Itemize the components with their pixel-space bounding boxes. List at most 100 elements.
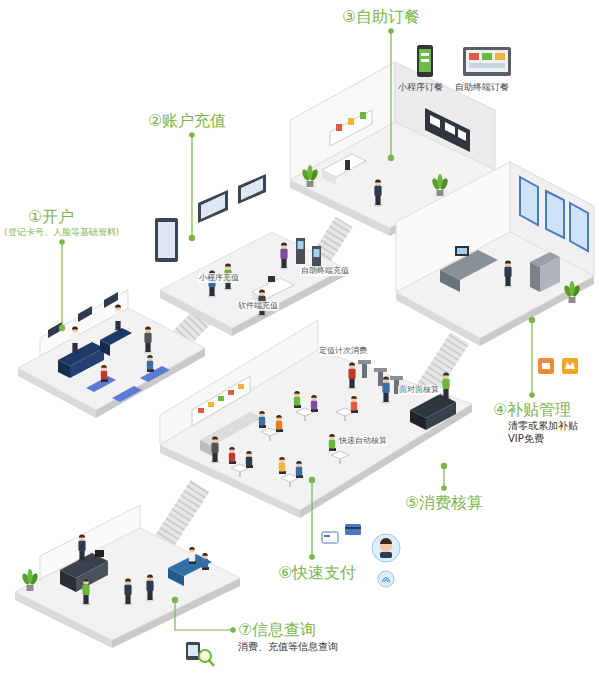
canteen-floor <box>390 376 403 380</box>
payment-icons <box>382 578 390 583</box>
subsidy-room <box>520 177 538 225</box>
leader-lines <box>231 628 235 632</box>
subsidy-room <box>396 162 594 346</box>
area-label: 定值计次消费 <box>318 346 368 356</box>
phone-icon <box>421 59 429 62</box>
kiosk-icon <box>463 47 511 76</box>
ordering-room <box>431 174 450 196</box>
leader-lines <box>530 393 534 397</box>
payment-icons <box>380 552 392 558</box>
recharge-floor <box>280 243 289 270</box>
account-floor <box>114 305 123 332</box>
canteen-floor <box>331 451 349 464</box>
query-icon <box>186 642 214 666</box>
canteen-floor <box>382 377 391 404</box>
ordering-room <box>425 108 470 152</box>
leader-lines <box>189 235 194 240</box>
ordering-room <box>458 129 466 141</box>
recharge-floor <box>158 222 175 258</box>
ordering-room <box>345 160 350 170</box>
subsidy-room <box>570 203 588 251</box>
info-floor <box>95 550 104 557</box>
account-floor <box>71 327 80 354</box>
recharge-floor <box>296 238 305 264</box>
phone-icon <box>417 45 433 77</box>
canteen-floor <box>200 440 212 456</box>
account-floor <box>78 306 92 322</box>
leader-lines <box>441 463 446 468</box>
recharge-floor <box>241 178 263 200</box>
recharge-floor <box>298 241 304 249</box>
callout-title: ⑥快速支付 <box>278 563 356 582</box>
ordering-room <box>445 122 455 135</box>
canteen-floor <box>276 415 283 432</box>
ordering-room <box>374 180 383 207</box>
info-floor <box>202 553 209 570</box>
payment-icons <box>380 538 392 544</box>
kiosk-icon <box>495 53 505 60</box>
account-floor <box>100 340 110 356</box>
subsidy-icons <box>542 363 550 369</box>
leader-lines <box>191 135 192 236</box>
info-floor <box>82 579 91 606</box>
account-floor <box>18 308 205 410</box>
query-icon <box>186 642 200 660</box>
stairs <box>320 222 344 260</box>
canteen-floor <box>348 363 357 390</box>
callout-note: (登记卡号、人脸等基础资料) <box>4 227 119 238</box>
payment-icons <box>324 535 330 537</box>
subsidy-room <box>546 191 564 238</box>
canteen-floor <box>442 373 451 400</box>
callout-title: ⑤消费核算 <box>405 493 483 512</box>
stairs <box>320 222 344 260</box>
account-floor <box>40 290 128 356</box>
canteen-floor <box>160 350 472 510</box>
leader-lines <box>175 602 233 630</box>
stairs <box>160 486 200 548</box>
subsidy-room <box>563 281 582 303</box>
ordering-room <box>301 165 320 187</box>
info-floor <box>78 535 87 562</box>
canteen-floor <box>160 320 472 518</box>
leader-lines <box>529 317 534 322</box>
canteen-floor <box>329 434 336 451</box>
area-label: 自助终端充值 <box>300 266 350 276</box>
leader-lines <box>531 322 532 395</box>
callout-title: ④补贴管理 <box>493 400 571 419</box>
subsidy-room <box>455 246 469 256</box>
leader-lines <box>443 468 444 488</box>
kiosk-icon <box>463 47 511 76</box>
callout-title: ②账户充值 <box>148 111 226 130</box>
payment-icons <box>345 527 361 529</box>
recharge-floor <box>155 218 178 262</box>
canteen-floor <box>208 402 214 407</box>
subsidy-room <box>396 232 594 338</box>
subsidy-icons <box>538 358 554 374</box>
canteen-floor <box>198 408 204 413</box>
leader-lines <box>172 597 177 602</box>
area-label: 小程序充值 <box>198 273 240 283</box>
callout-title: ①开户 <box>28 207 74 226</box>
ordering-room <box>360 112 366 119</box>
phone-icon <box>417 45 433 77</box>
subsidy-room <box>530 262 540 292</box>
leader-lines <box>388 155 393 160</box>
canteen-floor <box>279 457 286 474</box>
recharge-floor <box>198 190 228 223</box>
canteen-floor <box>296 461 303 478</box>
kiosk-icon <box>466 50 508 72</box>
canteen-floor <box>200 412 262 446</box>
account-floor <box>144 327 153 354</box>
recharge-floor <box>160 232 345 328</box>
payment-icons <box>345 524 361 535</box>
canteen-floor <box>228 390 234 395</box>
canteen-floor <box>378 370 383 386</box>
info-floor <box>60 570 76 592</box>
leader-lines <box>311 482 312 557</box>
recharge-floor <box>268 276 275 282</box>
canteen-floor <box>426 402 456 430</box>
area-label: 快速自动核算 <box>338 436 388 446</box>
account-floor <box>112 386 142 402</box>
stairs <box>160 486 200 548</box>
canteen-floor <box>362 362 367 378</box>
